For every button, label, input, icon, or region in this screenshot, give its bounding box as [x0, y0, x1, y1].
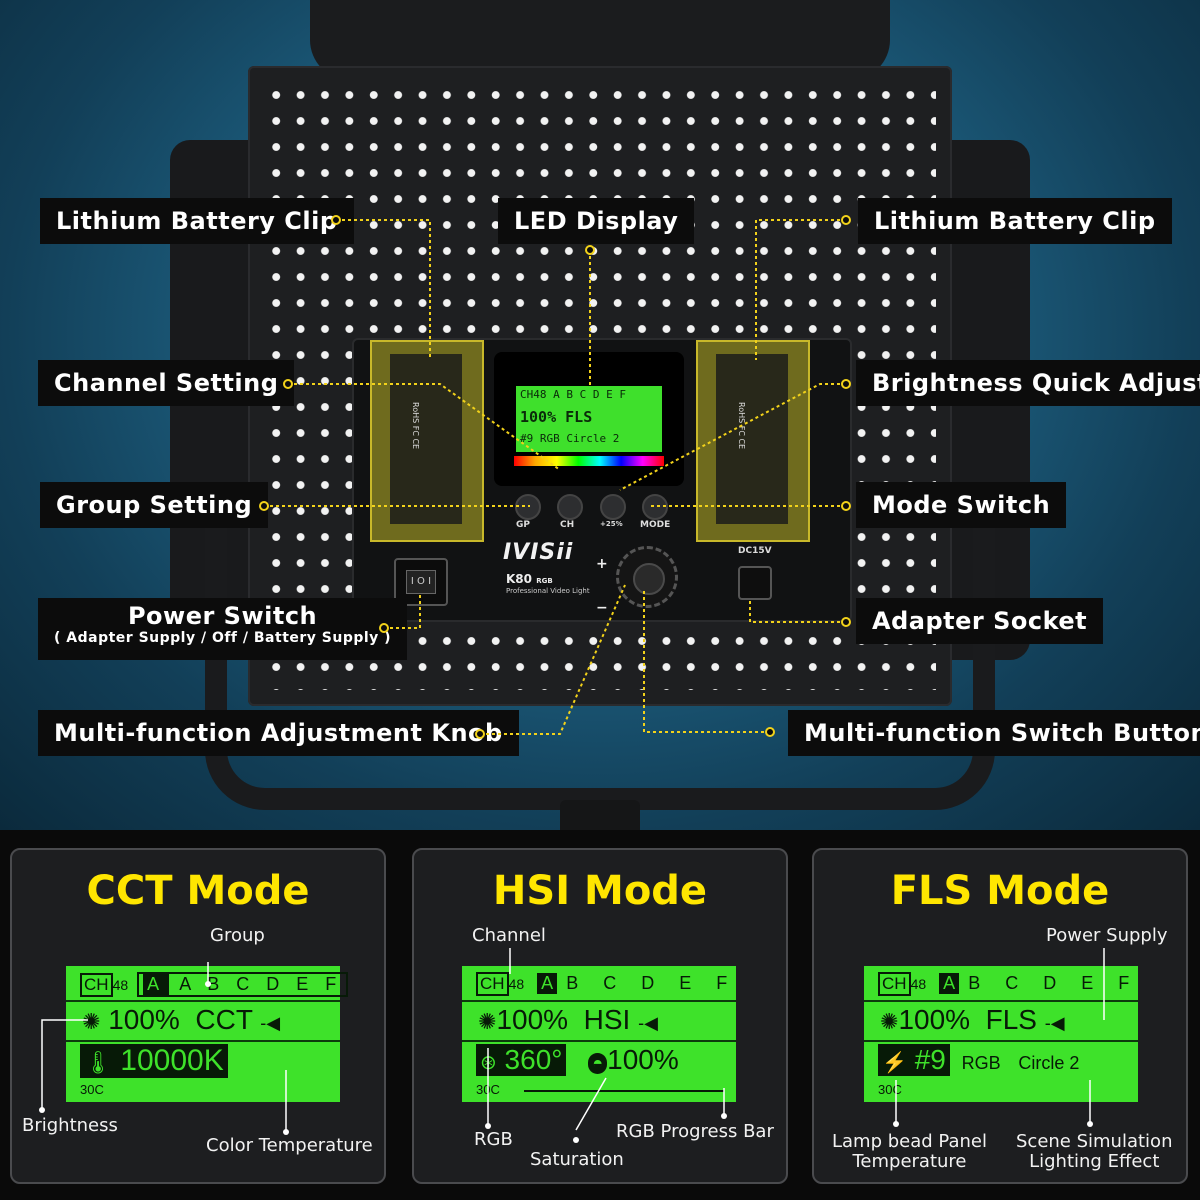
ch-label: CH: [560, 520, 575, 530]
brightness-quick-button[interactable]: [600, 494, 626, 520]
battery-clip-left: RoHS FC CE: [370, 340, 484, 542]
battery-clip-right: RoHS FC CE: [696, 340, 810, 542]
callout-switch-button: Multi-function Switch Button: [788, 710, 1200, 756]
model-subtitle: Professional Video Light: [506, 587, 590, 595]
callout-adapter-socket: Adapter Socket: [856, 598, 1104, 644]
hsi-ann-channel: Channel: [472, 925, 546, 946]
fls-ann-power: Power Supply: [1046, 925, 1168, 946]
gp-label: GP: [516, 520, 530, 530]
callout-battery-clip-right: Lithium Battery Clip: [858, 198, 1172, 244]
hsi-brightness-row: ✺100% HSI -◀: [478, 1004, 658, 1035]
cct-panel-temp: 30C: [80, 1082, 104, 1097]
dc-label: DC15V: [738, 546, 772, 556]
callout-brightness-quick-adjust: Brightness Quick Adjust: [856, 360, 1200, 406]
callout-mode-switch: Mode Switch: [856, 482, 1067, 528]
fls-brightness-row: ✺100% FLS -◀: [880, 1004, 1065, 1035]
plus25-label: +25%: [600, 520, 623, 528]
knob-plus-minus: +−: [596, 556, 608, 616]
fls-panel-temp: 30C: [878, 1082, 902, 1097]
led-display: CH48 A B C D E F 100% FLS #9 RGB Circle …: [516, 386, 662, 452]
adjustment-knob[interactable]: [616, 546, 678, 608]
cct-ann-color-temp: Color Temperature: [206, 1135, 373, 1156]
adapter-socket[interactable]: [738, 566, 772, 600]
ch-button[interactable]: [557, 494, 583, 520]
cct-temperature-row: 🌡 10000K: [80, 1044, 354, 1078]
callout-battery-clip-left: Lithium Battery Clip: [40, 198, 354, 244]
callout-adjustment-knob: Multi-function Adjustment Knob: [38, 710, 519, 756]
hsi-mode-title: HSI Mode: [492, 868, 708, 914]
mode-button[interactable]: [642, 494, 668, 520]
mode-label: MODE: [640, 520, 671, 530]
callout-channel-setting: Channel Setting: [38, 360, 295, 406]
cct-ann-brightness: Brightness: [22, 1115, 118, 1136]
hsi-ann-rgb: RGB: [474, 1129, 513, 1150]
hsi-ann-progress: RGB Progress Bar: [616, 1121, 774, 1142]
power-switch[interactable]: I O I: [394, 558, 448, 606]
fls-effect-row: ⚡ #9 RGB Circle 2: [878, 1044, 1152, 1076]
hsi-ann-saturation: Saturation: [530, 1149, 624, 1170]
model-name: K80 RGB: [506, 572, 553, 586]
cct-brightness-row: ✺ 100% CCT -◀: [82, 1004, 281, 1035]
gp-button[interactable]: [515, 494, 541, 520]
fls-mode-title: FLS Mode: [890, 868, 1110, 914]
callout-power-switch: Power Switch ( Adapter Supply / Off / Ba…: [38, 598, 408, 660]
hsi-progress-bar: [524, 1090, 724, 1092]
cct-mode-title: CCT Mode: [86, 868, 310, 914]
rgb-color-bar: [514, 456, 664, 466]
hsi-hue-row: ⊛ 360° ◓100%: [476, 1044, 750, 1076]
brand-logo: IVISii: [503, 540, 574, 565]
cct-ann-group: Group: [210, 925, 265, 946]
callout-group-setting: Group Setting: [40, 482, 269, 528]
callout-led-display: LED Display: [498, 198, 695, 244]
